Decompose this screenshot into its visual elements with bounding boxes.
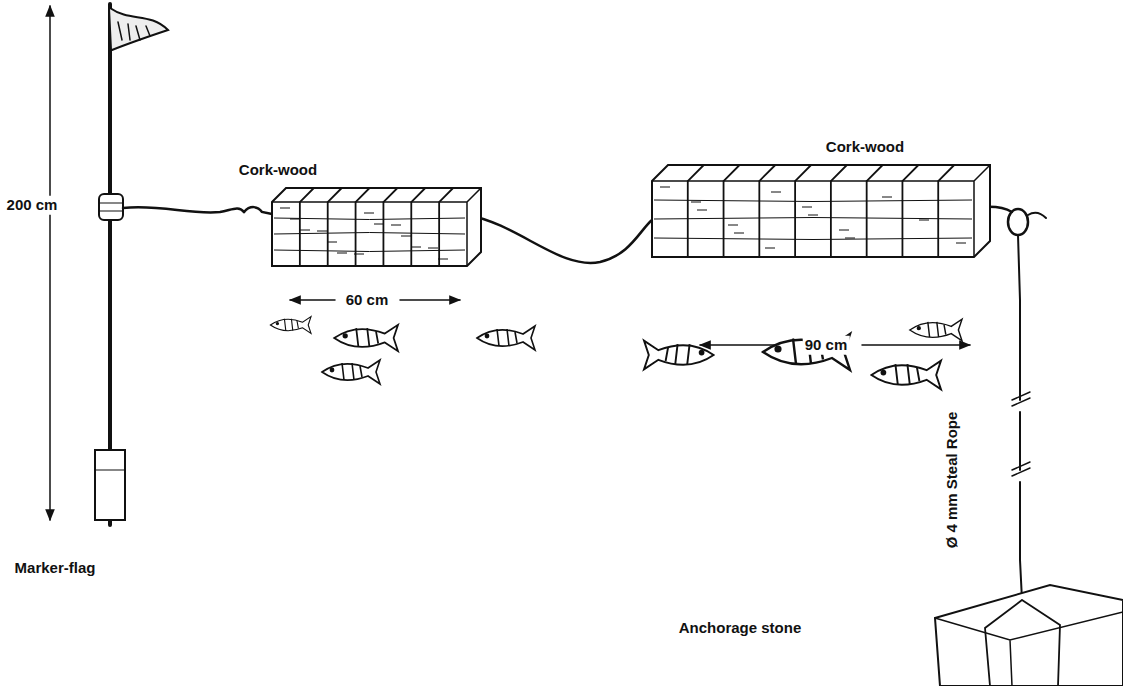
fish <box>763 334 850 370</box>
fish <box>477 326 535 350</box>
cork-wood-float <box>652 165 990 257</box>
flag-marks <box>118 22 150 40</box>
dimension-label: 200 cm <box>5 196 60 215</box>
break-marks <box>1012 392 1030 476</box>
cork-wood-float <box>272 188 481 266</box>
fish <box>322 360 380 384</box>
rope <box>468 215 652 263</box>
fish <box>910 319 962 341</box>
dimension-arrow <box>49 6 51 520</box>
fish <box>871 361 941 390</box>
fish <box>334 325 398 351</box>
part-name: Marker-flag <box>13 559 98 578</box>
rope-loop <box>1008 209 1028 235</box>
dimension-label: 60 cm <box>344 291 391 310</box>
flag-pole <box>108 4 112 525</box>
dimension-label: 90 cm <box>803 336 850 355</box>
part-name: Cork-wood <box>237 161 319 180</box>
steel-rope <box>1018 235 1022 600</box>
pole-weight <box>95 450 125 520</box>
pole-float <box>99 194 123 220</box>
fish <box>270 317 311 334</box>
fish <box>644 341 714 370</box>
anchor-stone <box>935 585 1123 686</box>
part-name: Anchorage stone <box>677 619 804 638</box>
flag <box>110 8 168 50</box>
part-name: Ø 4 mm Steal Rope <box>943 410 962 551</box>
part-name: Cork-wood <box>824 138 906 157</box>
rope <box>123 207 244 212</box>
